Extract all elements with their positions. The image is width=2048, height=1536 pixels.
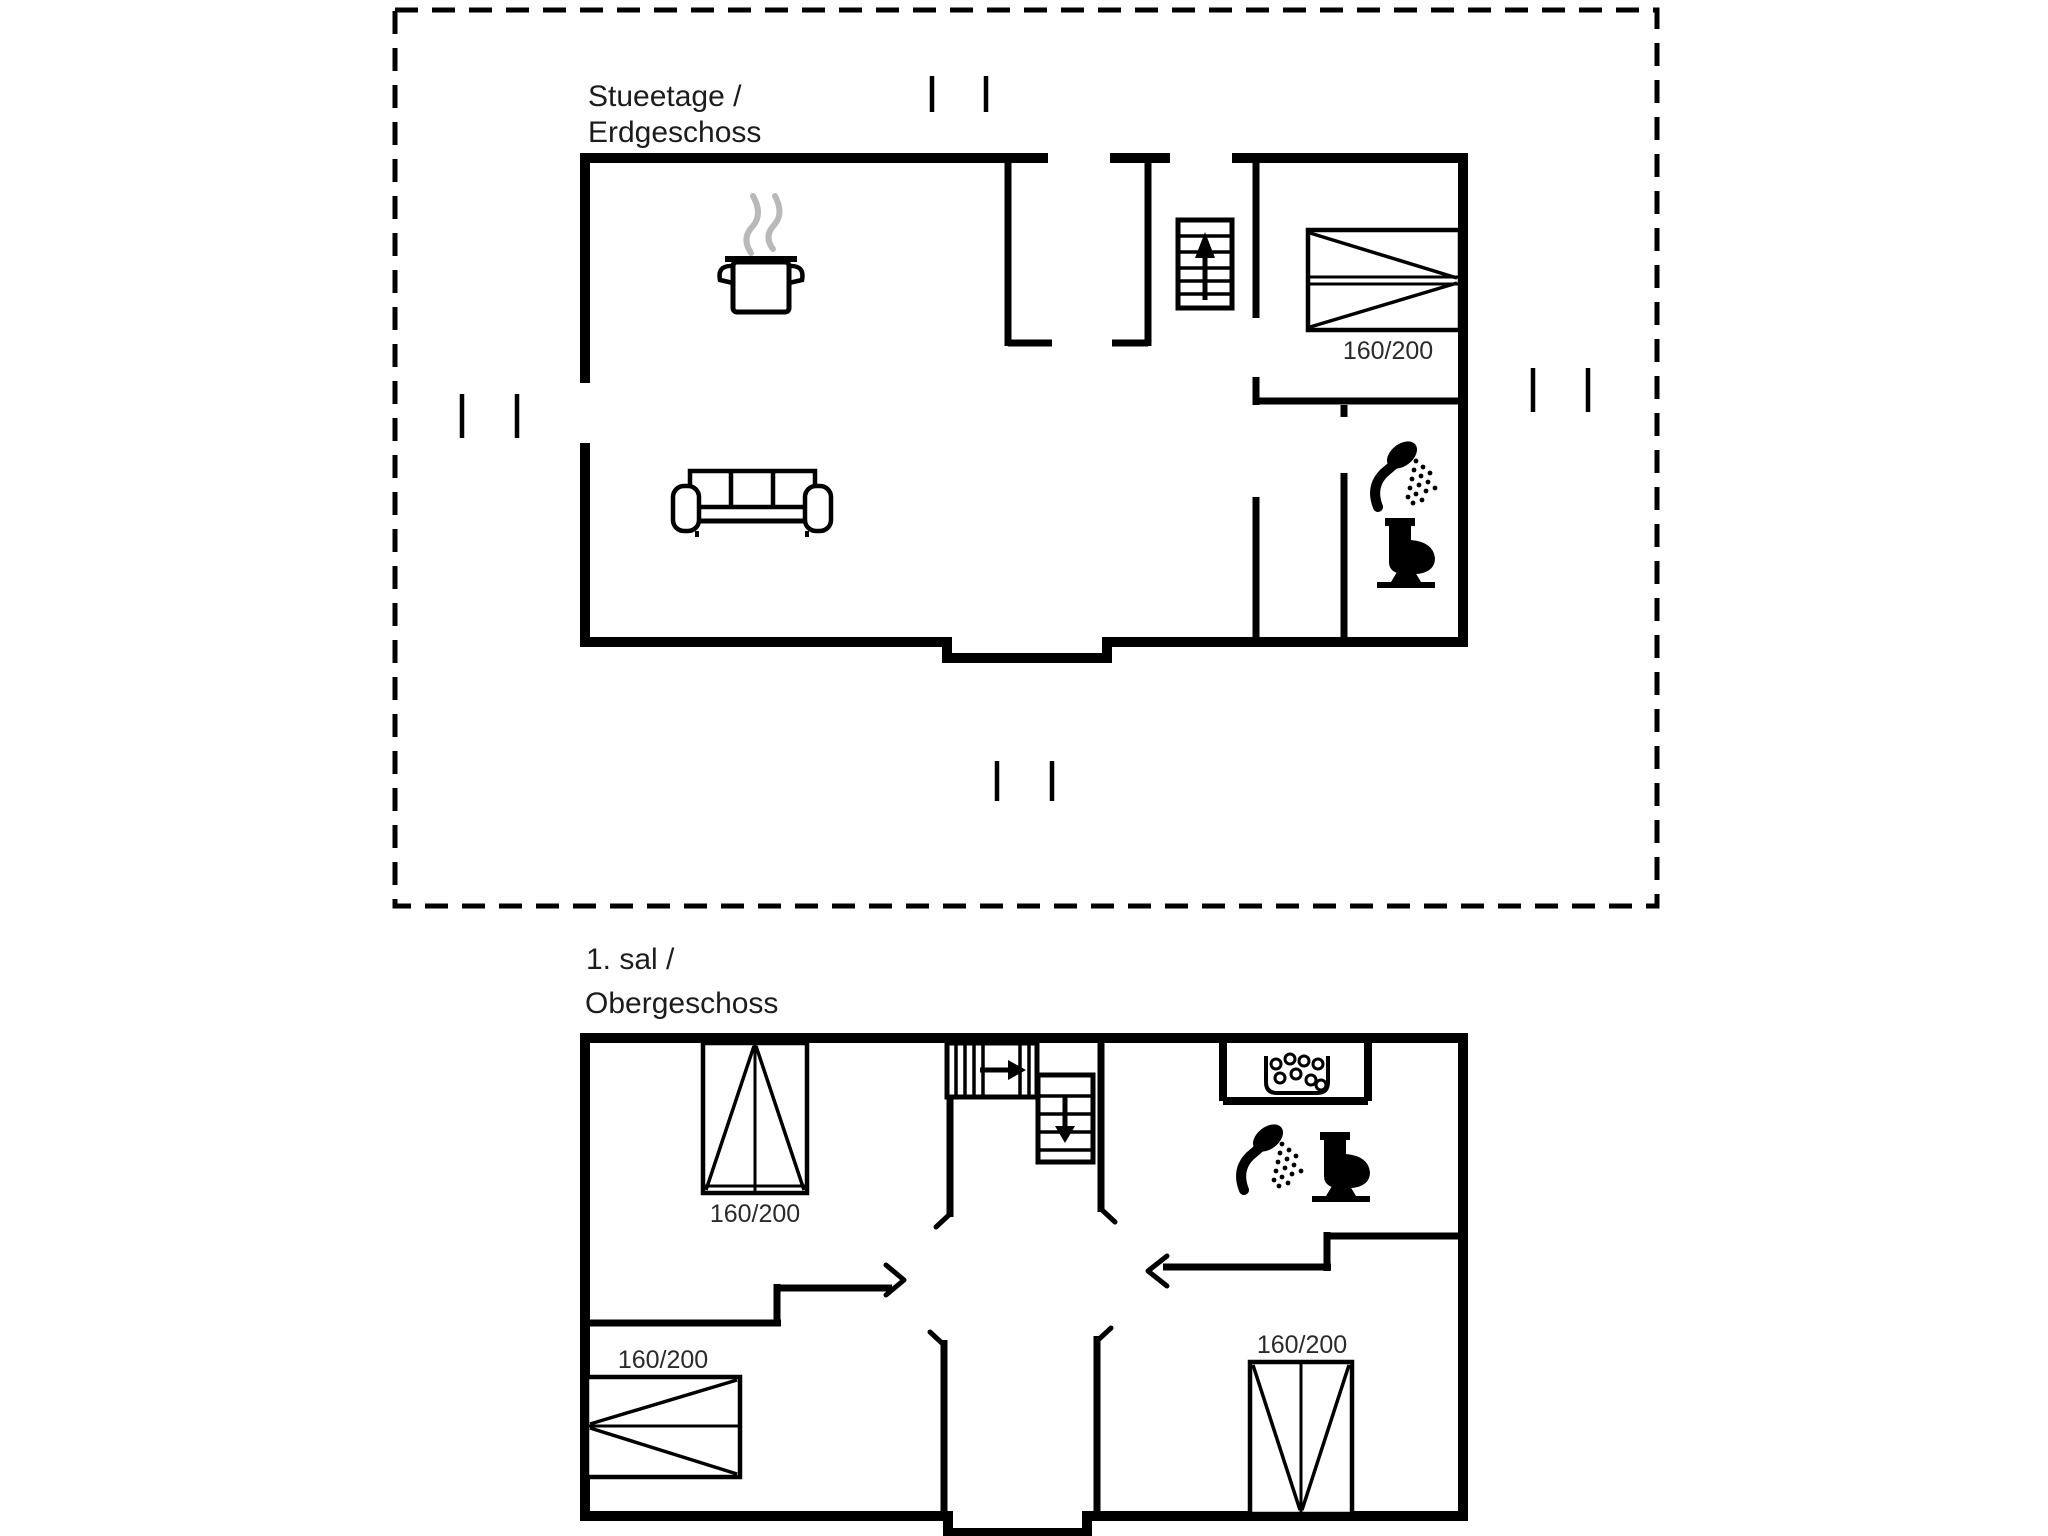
double-bed-icon (700, 1040, 810, 1196)
bed-size-label: 160/200 (1257, 1331, 1347, 1359)
first-floor-title-line1: 1. sal / (586, 943, 675, 976)
bath-niche-walls (1219, 1043, 1372, 1105)
arrow-up-icon (1195, 232, 1215, 258)
cooking-pot-icon (717, 193, 805, 315)
first-interior-walls (585, 1043, 1463, 1516)
toilet-icon (1377, 518, 1435, 588)
bed-size-label: 160/200 (618, 1346, 708, 1374)
double-bed-icon (1247, 1359, 1355, 1517)
plot-boundary-dashed (392, 7, 1660, 909)
ground-exterior-walls (580, 153, 1468, 663)
double-bed-icon (1305, 227, 1463, 333)
stairs-down-icon (1035, 1072, 1096, 1165)
arrow-right-icon (1008, 1060, 1026, 1080)
stairs-up-icon (1175, 217, 1235, 311)
shower-icon (1241, 1119, 1303, 1190)
first-exterior-walls (580, 1033, 1468, 1536)
bed-size-label: 160/200 (710, 1200, 800, 1228)
door-swing-marks (883, 1206, 1170, 1348)
first-floor-plan: 1. sal / Obergeschoss (580, 943, 1468, 1536)
toilet-icon (1312, 1132, 1370, 1202)
whirlpool-icon (1264, 1052, 1330, 1095)
arrow-down-icon (1055, 1126, 1075, 1143)
ground-floor-title-line1: Stueetage / (588, 80, 742, 113)
sofa-icon (670, 468, 834, 537)
bed-size-label: 160/200 (1343, 337, 1433, 365)
ground-floor-title-line2: Erdgeschoss (588, 116, 761, 149)
ground-interior-walls (1004, 163, 1463, 645)
window-markers (459, 76, 1591, 801)
first-floor-title-line2: Obergeschoss (585, 987, 778, 1020)
steam-icon (743, 193, 761, 256)
stairs-right-icon (944, 1040, 1040, 1100)
ground-floor-plan: Stueetage / Erdgeschoss (392, 7, 1660, 909)
steam-icon (765, 193, 783, 252)
shower-icon (1375, 436, 1437, 507)
double-bed-icon (584, 1374, 743, 1480)
